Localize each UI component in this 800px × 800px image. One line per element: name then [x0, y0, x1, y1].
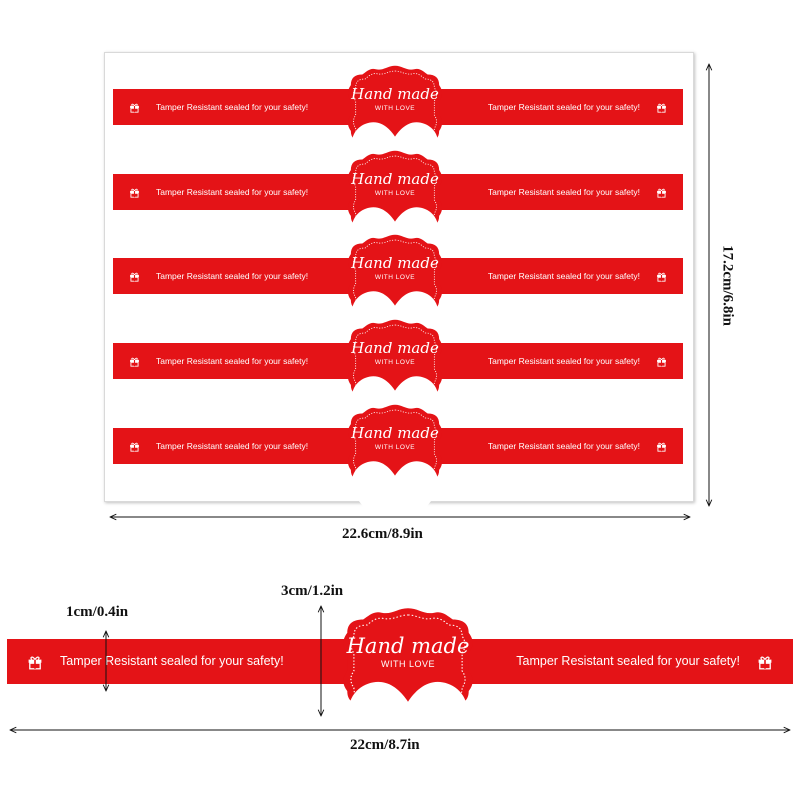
tamper-text-left: Tamper Resistant sealed for your safety! [156, 101, 309, 112]
tamper-text-right: Tamper Resistant sealed for your safety! [487, 440, 640, 451]
tamper-text-right: Tamper Resistant sealed for your safety! [487, 270, 640, 281]
gift-icon [657, 103, 666, 113]
badge-title: Hand made [351, 253, 439, 272]
tamper-text-right: Tamper Resistant sealed for your safety! [516, 653, 740, 668]
sheet-strip-2: Tamper Resistant sealed for your safety!… [113, 149, 683, 282]
sheet-width-label: 22.6cm/8.9in [342, 526, 423, 542]
label-sheet: Tamper Resistant sealed for your safety!… [104, 52, 694, 536]
gift-icon [28, 656, 42, 669]
gift-icon [130, 272, 139, 282]
tamper-text-left: Tamper Resistant sealed for your safety! [156, 186, 309, 197]
gift-icon [130, 188, 139, 198]
badge-title: Hand made [351, 169, 439, 188]
badge-height-label: 3cm/1.2in [281, 583, 344, 599]
tamper-text-left: Tamper Resistant sealed for your safety! [156, 440, 309, 451]
tamper-text-right: Tamper Resistant sealed for your safety! [487, 101, 640, 112]
gift-icon [758, 656, 772, 669]
sheet-strip-5: Tamper Resistant sealed for your safety!… [113, 403, 683, 536]
badge-title: Hand made [346, 634, 470, 659]
gift-icon [657, 442, 666, 452]
tamper-text-left: Tamper Resistant sealed for your safety! [156, 270, 309, 281]
badge-subtitle: WITH LOVE [380, 659, 435, 670]
gift-icon [657, 272, 666, 282]
strip-height-label: 1cm/0.4in [66, 604, 129, 620]
badge-subtitle: WITH LOVE [374, 273, 416, 281]
gift-icon [657, 357, 666, 367]
gift-icon [130, 103, 139, 113]
gift-icon [657, 188, 666, 198]
tamper-text-right: Tamper Resistant sealed for your safety! [487, 355, 640, 366]
badge-subtitle: WITH LOVE [374, 443, 416, 451]
tamper-text-left: Tamper Resistant sealed for your safety! [60, 653, 284, 668]
sheet-height-label: 17.2cm/6.8in [719, 245, 736, 326]
tamper-text-right: Tamper Resistant sealed for your safety! [487, 186, 640, 197]
badge-subtitle: WITH LOVE [374, 104, 416, 112]
gift-icon [130, 442, 139, 452]
tamper-text-left: Tamper Resistant sealed for your safety! [156, 355, 309, 366]
badge-title: Hand made [351, 338, 439, 357]
badge-title: Hand made [351, 423, 439, 442]
badge-title: Hand made [351, 84, 439, 103]
badge-subtitle: WITH LOVE [374, 189, 416, 197]
badge-subtitle: WITH LOVE [374, 358, 416, 366]
strip-length-label: 22cm/8.7in [350, 737, 420, 753]
gift-icon [130, 357, 139, 367]
heart-icon [351, 460, 439, 536]
